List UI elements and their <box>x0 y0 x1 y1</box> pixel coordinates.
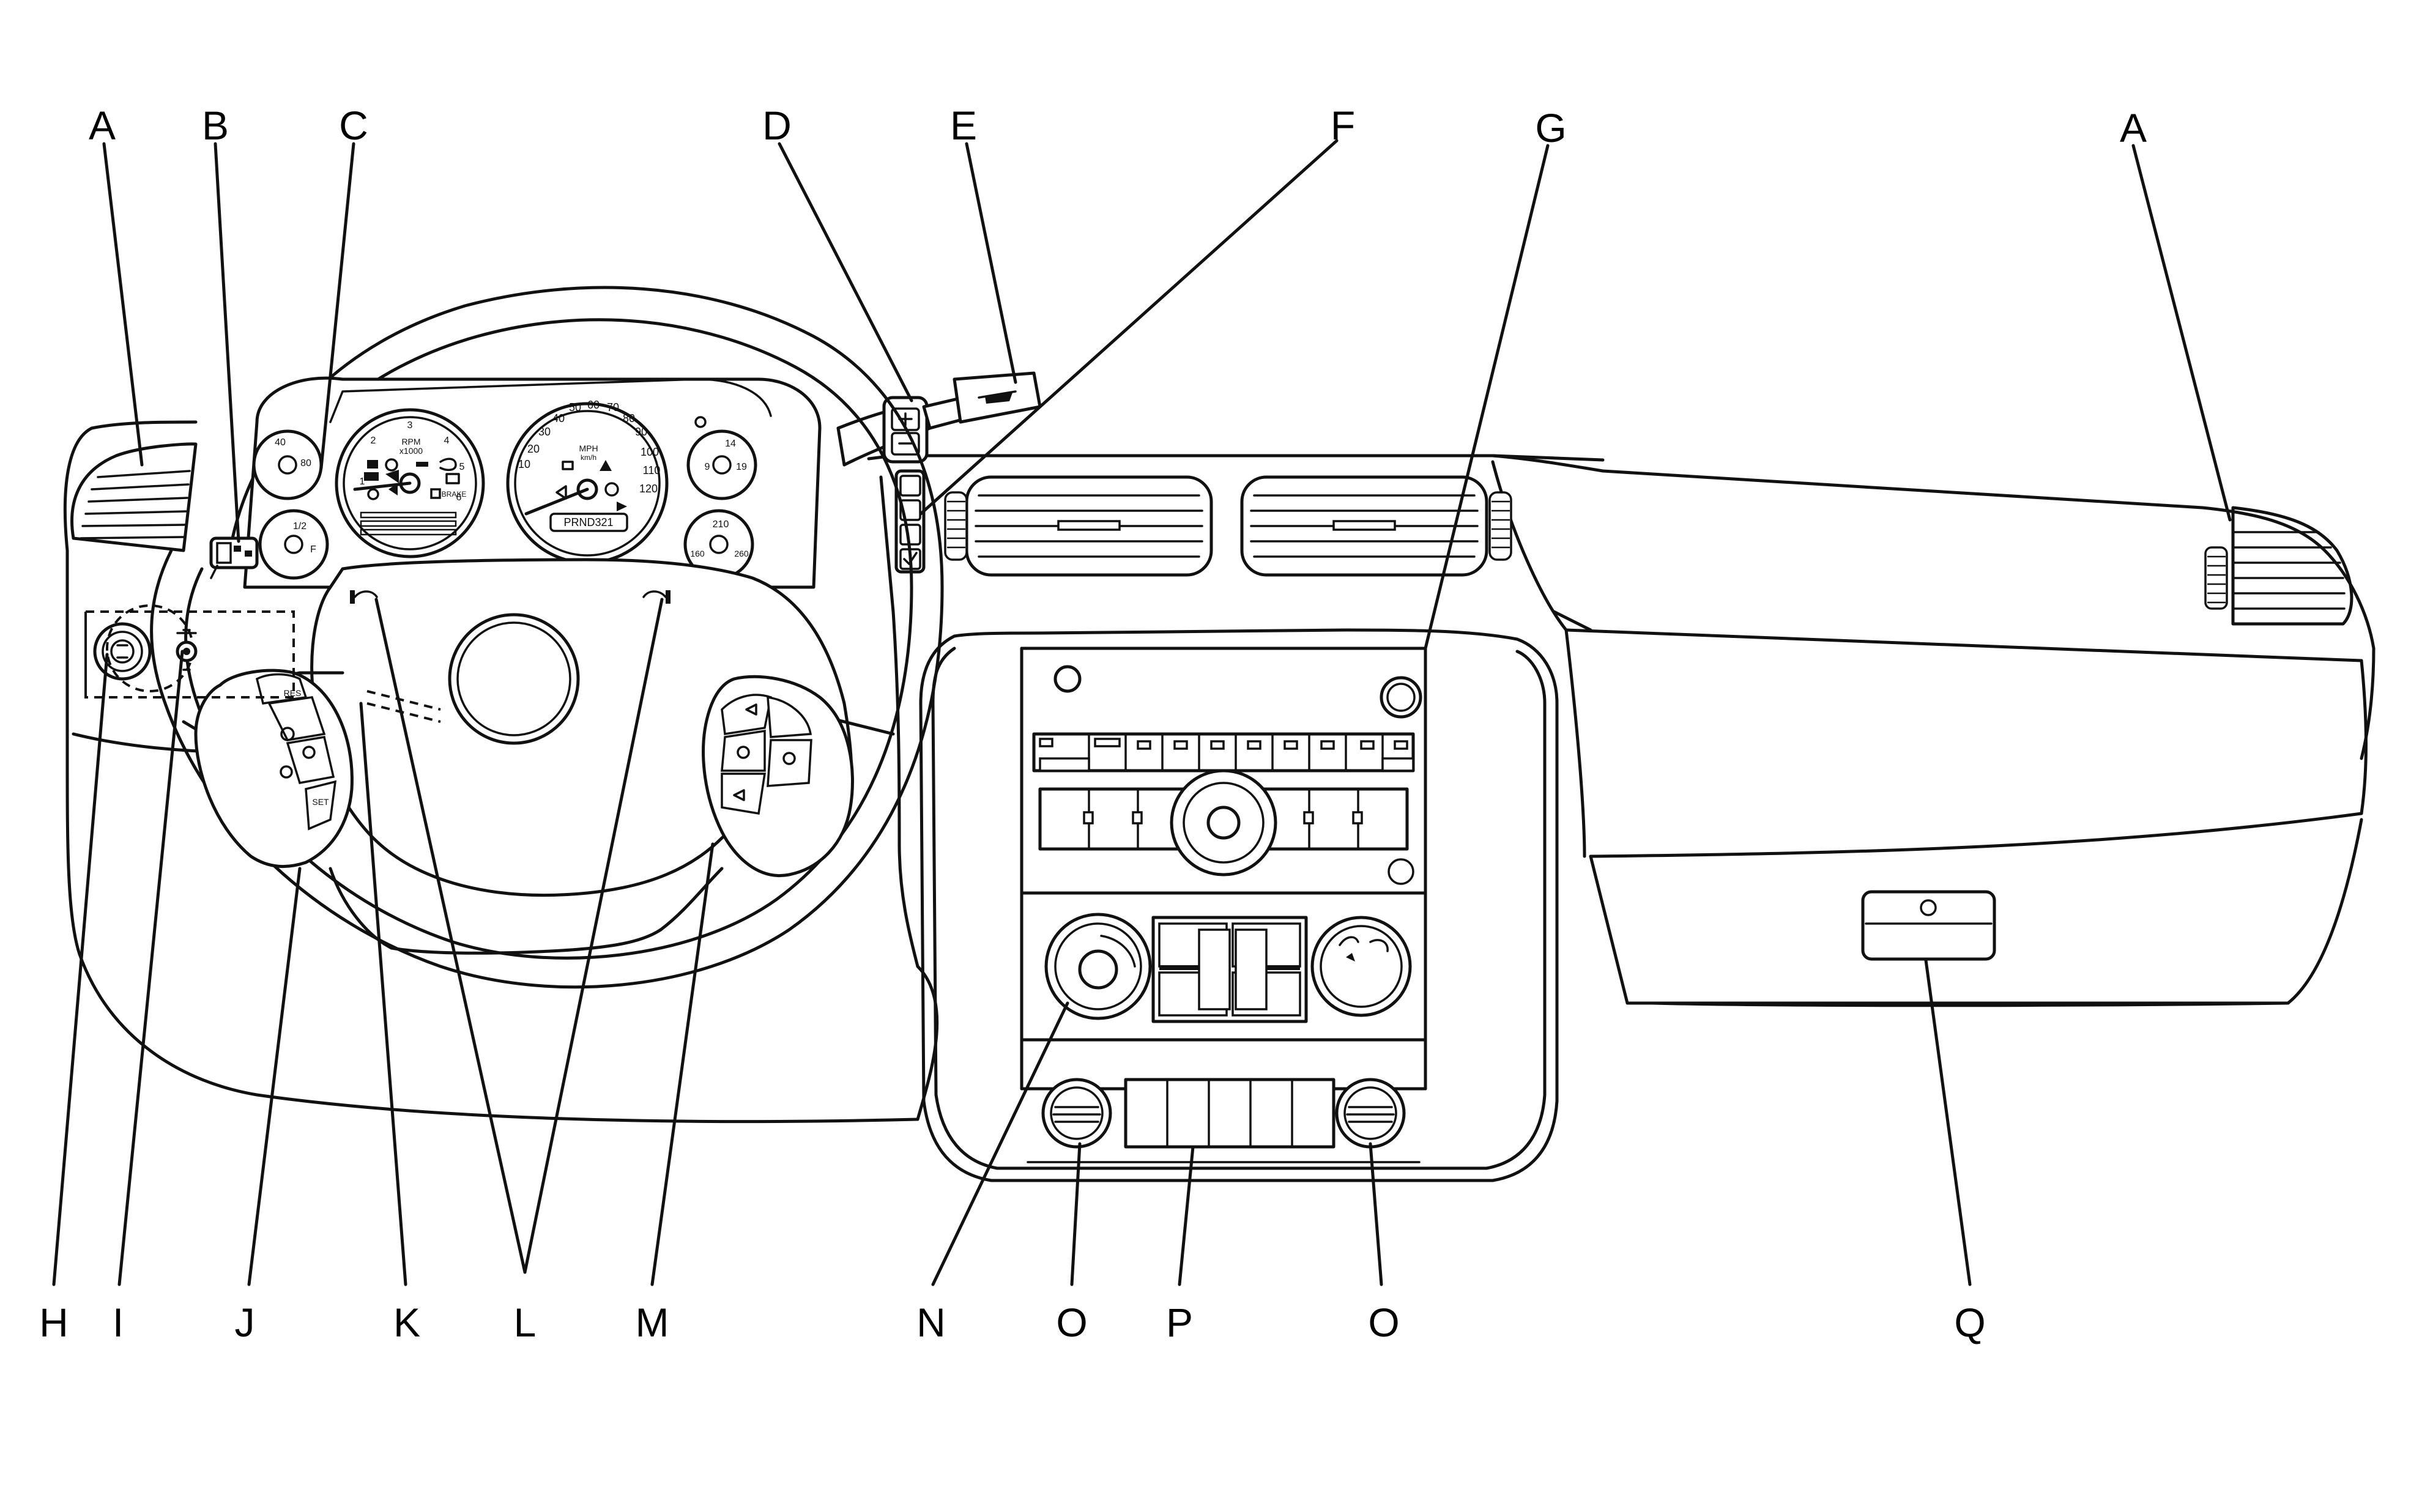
callout-a-left: A <box>89 103 116 148</box>
callout-o-right: O <box>1368 1300 1399 1345</box>
center-stack <box>919 628 1559 1182</box>
speedo-tick-60: 60 <box>587 399 600 411</box>
left-air-vent[interactable] <box>70 442 198 552</box>
callout-c: C <box>339 103 368 148</box>
tach-multiplier: x1000 <box>399 446 423 456</box>
speedo-tick-120: 120 <box>639 483 658 495</box>
speedo-tick-10: 10 <box>518 458 530 470</box>
instrument-cluster: 1 2 3 4 5 6 RPM x1000 BRAKE <box>243 376 822 589</box>
speedo-tick-80: 80 <box>623 412 635 424</box>
temp-gauge-mid: 210 <box>713 519 729 530</box>
glovebox-latch[interactable] <box>1861 890 1996 961</box>
callout-o-left: O <box>1056 1300 1087 1345</box>
callout-b: B <box>202 103 229 148</box>
oil-gauge-low: 40 <box>275 437 286 448</box>
tach-tick-3: 3 <box>407 420 413 431</box>
horn-pad-symbols[interactable] <box>350 590 671 604</box>
callout-m: M <box>636 1300 669 1345</box>
coolant-temp-gauge: 210 160 260 <box>683 509 754 580</box>
callout-g: G <box>1535 105 1566 150</box>
set-label: SET <box>312 797 329 807</box>
speedo-tick-30: 30 <box>538 426 551 438</box>
temp-gauge-high: 260 <box>734 549 749 558</box>
callout-l: L <box>514 1300 537 1345</box>
oil-gauge-high: 80 <box>300 458 311 469</box>
callout-e: E <box>950 103 977 148</box>
tach-tick-4: 4 <box>444 435 450 446</box>
tach-unit: RPM <box>401 437 420 447</box>
oil-pressure-gauge: 40 80 <box>252 429 323 500</box>
speedo-sub-unit: km/h <box>581 453 596 462</box>
speedo-tick-100: 100 <box>641 446 659 458</box>
left-switch-panel <box>84 610 295 699</box>
speedometer: 10 20 30 40 50 60 70 80 90 100 110 120 M… <box>506 399 669 565</box>
climate-controls[interactable] <box>1044 913 1412 1023</box>
speedo-tick-20: 20 <box>527 443 540 455</box>
callout-i: I <box>113 1300 124 1345</box>
callout-p: P <box>1166 1300 1193 1345</box>
speedo-tick-110: 110 <box>643 464 661 476</box>
fuel-gauge-full: F <box>310 544 316 555</box>
headlamp-switch[interactable] <box>209 536 259 579</box>
tach-tick-1: 1 <box>360 476 365 487</box>
tach-tick-2: 2 <box>371 435 376 446</box>
tach-tick-5: 5 <box>459 462 465 472</box>
speedo-tick-70: 70 <box>607 401 619 413</box>
speedo-tick-50: 50 <box>569 401 581 413</box>
callout-k: K <box>393 1300 420 1345</box>
speedo-tick-40: 40 <box>552 412 565 424</box>
right-steering-controls[interactable] <box>702 675 854 877</box>
radio[interactable] <box>1032 665 1422 885</box>
dashboard-outline <box>63 420 2376 1124</box>
voltmeter-gauge: 14 9 19 <box>686 429 757 500</box>
callout-n: N <box>916 1300 946 1345</box>
speedo-tick-90: 90 <box>635 426 647 438</box>
brake-label: BRAKE <box>442 490 467 498</box>
tach-tick-6: 6 <box>456 492 462 503</box>
volt-gauge-low: 9 <box>705 462 710 472</box>
temp-gauge-low: 160 <box>690 549 705 558</box>
callout-a-right: A <box>2120 105 2147 150</box>
callout-d: D <box>762 103 792 148</box>
callout-h: H <box>39 1300 69 1345</box>
res-label: RES <box>284 688 302 698</box>
right-air-vent[interactable] <box>2204 506 2353 626</box>
callout-f: F <box>1331 103 1355 148</box>
turn-signal-stalk[interactable] <box>922 371 1042 430</box>
callout-labels: A B C D E F G A H I J K L M N O P O Q <box>39 103 2147 1345</box>
callout-j: J <box>235 1300 255 1345</box>
volt-gauge-mid: 14 <box>725 439 736 449</box>
ignition-switch[interactable] <box>93 622 152 681</box>
speedo-unit: MPH <box>579 443 598 453</box>
gear-indicator: PRND321 <box>563 516 613 528</box>
volt-gauge-high: 19 <box>736 462 747 472</box>
leader-lines <box>52 139 2232 1286</box>
fuel-gauge-half: 1/2 <box>293 521 306 532</box>
left-steering-controls[interactable]: RES SET <box>194 669 354 869</box>
center-air-vents[interactable] <box>944 475 1512 577</box>
lower-center-controls[interactable] <box>1027 1078 1421 1163</box>
fuel-gauge: 1/2 F <box>258 509 329 580</box>
callout-q: Q <box>1954 1300 1985 1345</box>
tachometer: 1 2 3 4 5 6 RPM x1000 BRAKE <box>335 408 485 558</box>
